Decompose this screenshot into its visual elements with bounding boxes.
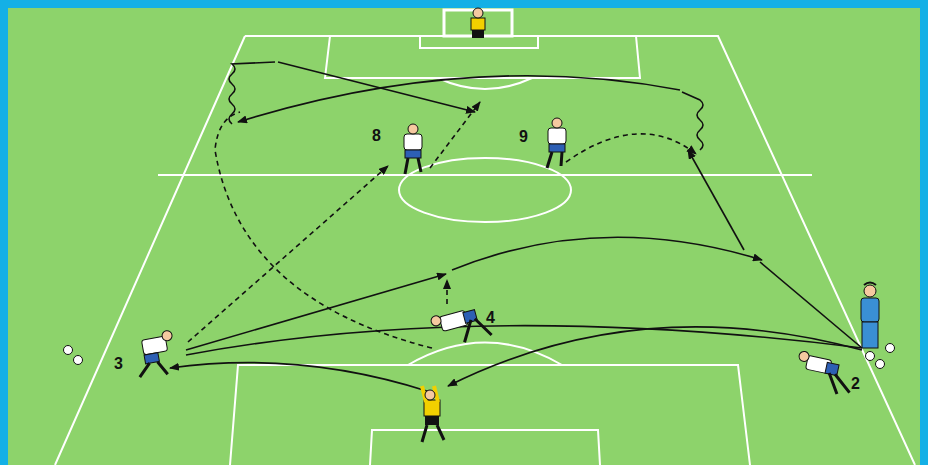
callout-number: 9: [519, 129, 528, 145]
callout-number: 8: [372, 128, 381, 144]
callout-number: 4: [486, 310, 495, 326]
player-figures: [133, 8, 879, 442]
callout-number: 2: [851, 376, 860, 392]
callout-number: 3: [114, 356, 123, 372]
